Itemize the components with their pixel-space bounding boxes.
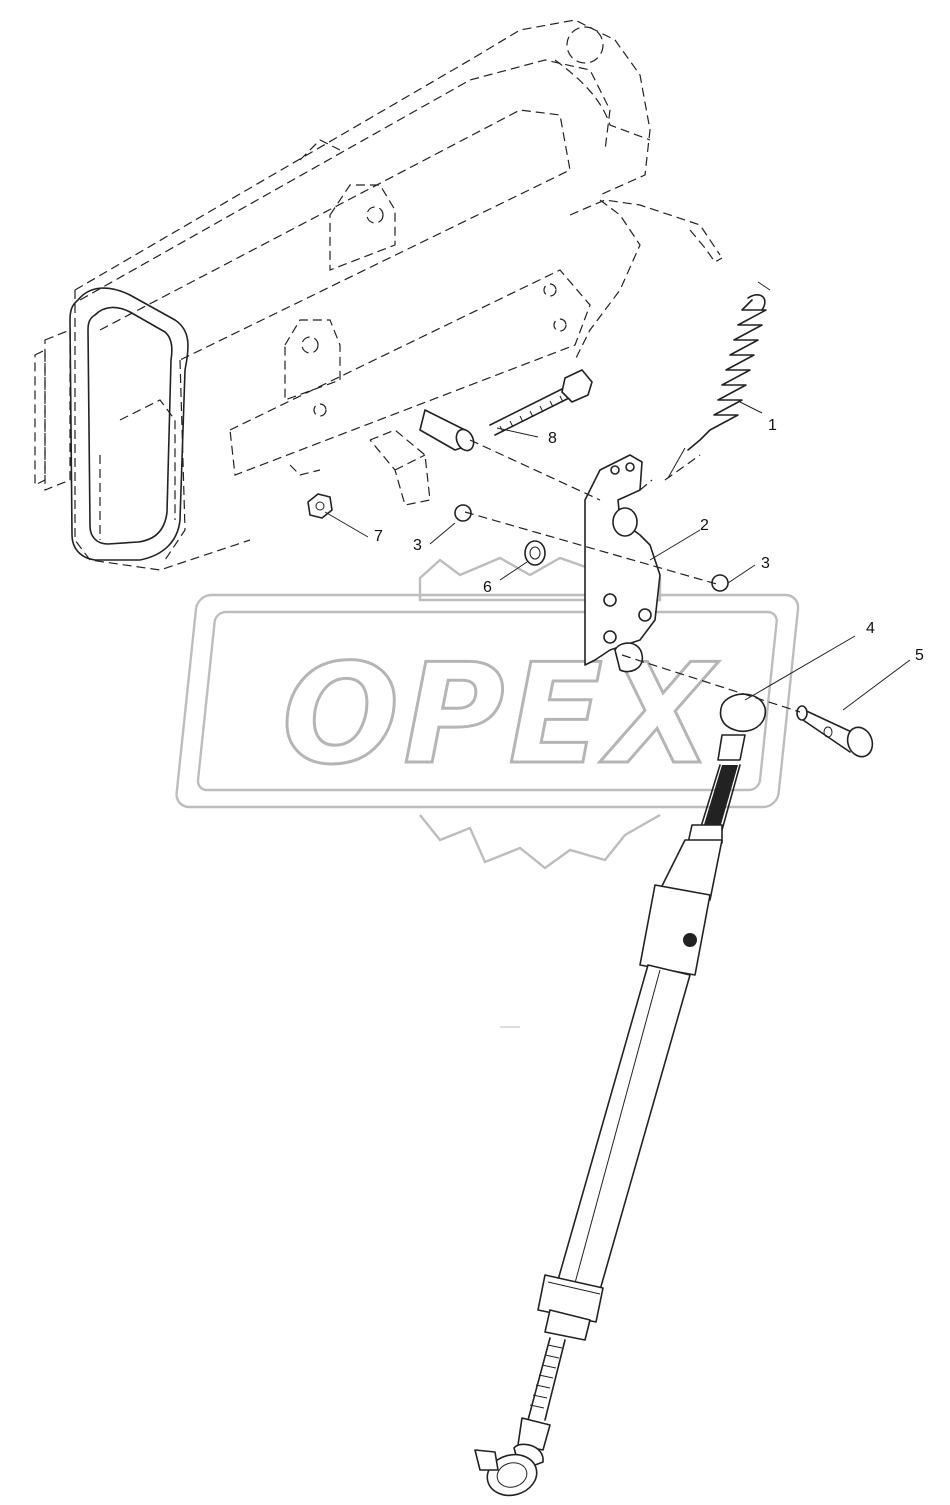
frame-front-profile xyxy=(69,287,189,561)
bracket-part-2 xyxy=(584,454,661,673)
watermark-logo: OPEX xyxy=(175,556,800,870)
bolt-part-8 xyxy=(489,369,593,436)
callout-leaders xyxy=(324,401,911,711)
callout-7: 7 xyxy=(374,528,383,545)
callout-2: 2 xyxy=(700,517,709,534)
nut-part-7 xyxy=(307,493,333,519)
callout-labels: 1 2 3 3 4 5 6 7 8 xyxy=(374,417,924,664)
ball-joint-part-4 xyxy=(717,693,766,761)
callout-1: 1 xyxy=(768,417,777,434)
callout-6: 6 xyxy=(483,579,492,596)
callout-3a: 3 xyxy=(413,537,422,554)
callout-5: 5 xyxy=(915,647,924,664)
frame-housing xyxy=(34,19,723,571)
washer-part-6 xyxy=(524,540,546,566)
washer-hole xyxy=(529,546,541,560)
nut-hole xyxy=(315,501,325,511)
cable-rod-assembly xyxy=(474,764,741,1497)
watermark-text: OPEX xyxy=(282,634,720,795)
clevis-pin-part-5 xyxy=(796,705,874,758)
assembly-axis-lines xyxy=(464,439,801,713)
callout-3b: 3 xyxy=(761,555,770,572)
clip-part-3a xyxy=(454,504,472,522)
callout-4: 4 xyxy=(866,620,875,637)
callout-8: 8 xyxy=(548,430,557,447)
frame-front-inner xyxy=(87,306,173,545)
pin-upper xyxy=(419,409,475,452)
spring-part-1 xyxy=(667,281,771,479)
